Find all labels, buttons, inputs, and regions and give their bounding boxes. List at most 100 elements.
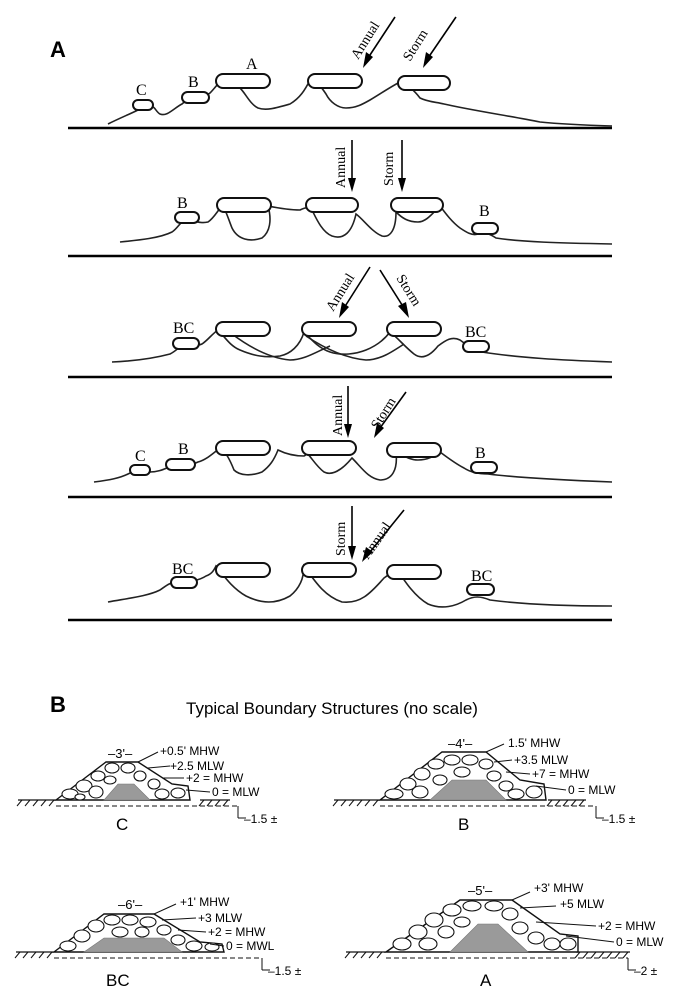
elevation-label: +0.5' MHW bbox=[160, 744, 220, 758]
label-c: C bbox=[136, 82, 147, 99]
label-c: C bbox=[135, 448, 146, 465]
row-2: B B Annual Storm bbox=[68, 140, 613, 258]
crest-width: –3'– bbox=[108, 746, 133, 761]
elevation-label: +2.5 MLW bbox=[170, 759, 225, 773]
storm-label: Storm bbox=[334, 522, 349, 556]
island-b bbox=[174, 211, 200, 224]
elevation-label: 1.5' MHW bbox=[508, 736, 561, 750]
storm-arrow bbox=[379, 269, 405, 309]
island bbox=[215, 440, 271, 456]
island bbox=[301, 440, 357, 456]
elevation-label: +1' MHW bbox=[180, 895, 230, 909]
island bbox=[301, 562, 357, 578]
row-1: C B A Annual Storm bbox=[68, 16, 613, 130]
label-bc: BC bbox=[173, 320, 194, 337]
label-b: B bbox=[475, 445, 486, 462]
structure-bc: –6'– +1' MHW +3 MLW +2 = MHW 0 = MWL –1.… bbox=[14, 895, 302, 990]
annual-arrowhead bbox=[339, 302, 349, 318]
island bbox=[307, 73, 363, 89]
label-b: B bbox=[177, 195, 188, 212]
crest-width: –5'– bbox=[468, 883, 493, 898]
annual-arrowhead bbox=[363, 52, 373, 68]
island-a bbox=[215, 73, 271, 89]
panel-a-label: A bbox=[50, 37, 66, 62]
island bbox=[397, 75, 451, 91]
elevation-label: 0 = MWL bbox=[226, 939, 275, 953]
storm-arrowhead bbox=[398, 302, 409, 318]
storm-label: Storm bbox=[382, 152, 397, 186]
crest-width: –4'– bbox=[448, 736, 473, 751]
elevation-label: +5 MLW bbox=[560, 897, 605, 911]
elevation-label: +2 = MHW bbox=[186, 771, 244, 785]
toe-elevation: –1.5 ± bbox=[244, 812, 278, 826]
elevation-label: +3.5 MLW bbox=[514, 753, 569, 767]
annual-label: Annual bbox=[331, 395, 346, 436]
rock-fill bbox=[392, 900, 577, 951]
structure-name: B bbox=[458, 815, 469, 834]
island bbox=[386, 321, 442, 337]
toe-elevation: –1.5 ± bbox=[602, 812, 636, 826]
island-b bbox=[181, 91, 210, 104]
annual-arrowhead bbox=[344, 424, 352, 438]
elevation-label: +3 MLW bbox=[198, 911, 243, 925]
elevation-label: +2 = MHW bbox=[598, 919, 656, 933]
row-3: BC BC Annual Storm bbox=[68, 266, 613, 379]
structure-c: –3'– +0.5' MHW +2.5 MLW +2 = MHW 0 = MLW… bbox=[16, 744, 278, 834]
elevation-label: +3' MHW bbox=[534, 881, 584, 895]
island-b bbox=[165, 458, 196, 471]
label-b: B bbox=[178, 441, 189, 458]
label-bc: BC bbox=[471, 568, 492, 585]
island-bc bbox=[462, 340, 490, 353]
island bbox=[386, 442, 442, 458]
toe-elevation: –2 ± bbox=[634, 964, 658, 978]
annual-arrow bbox=[369, 509, 405, 553]
label-b: B bbox=[188, 74, 199, 91]
row-4: C B B Annual Storm bbox=[68, 386, 613, 499]
island-b bbox=[471, 222, 499, 235]
island-c bbox=[132, 99, 154, 111]
structure-name: BC bbox=[106, 971, 130, 990]
panel-b-title: Typical Boundary Structures (no scale) bbox=[186, 699, 478, 718]
storm-label: Storm bbox=[369, 395, 400, 432]
island-bc bbox=[172, 337, 200, 350]
island bbox=[215, 321, 271, 337]
label-bc: BC bbox=[172, 561, 193, 578]
island bbox=[215, 562, 271, 578]
annual-label: Annual bbox=[334, 147, 349, 188]
elevation-label: 0 = MLW bbox=[568, 783, 616, 797]
annual-arrow bbox=[343, 266, 371, 309]
island bbox=[390, 197, 444, 213]
rock-fill bbox=[384, 754, 543, 800]
island-bc bbox=[466, 583, 495, 596]
elevation-label: +2 = MHW bbox=[208, 925, 266, 939]
row-5: BC BC Storm Annual bbox=[68, 506, 613, 622]
label-b: B bbox=[479, 203, 490, 220]
elevation-label: +7 = MHW bbox=[532, 767, 590, 781]
crest-width: –6'– bbox=[118, 897, 143, 912]
annual-label: Annual bbox=[359, 520, 395, 562]
rock-fill bbox=[61, 762, 186, 801]
island bbox=[216, 197, 272, 213]
storm-arrow bbox=[427, 16, 457, 59]
annual-arrow bbox=[367, 16, 396, 59]
storm-label: Storm bbox=[393, 272, 424, 309]
label-bc: BC bbox=[465, 324, 486, 341]
rock-fill bbox=[59, 914, 220, 952]
storm-arrowhead bbox=[398, 178, 406, 192]
annual-arrowhead bbox=[348, 178, 356, 192]
structure-name: A bbox=[480, 971, 492, 990]
storm-arrowhead bbox=[348, 546, 356, 560]
panel-b-label: B bbox=[50, 692, 66, 717]
island bbox=[386, 564, 442, 580]
elevation-label: 0 = MLW bbox=[616, 935, 664, 949]
annual-arrowhead bbox=[362, 547, 373, 562]
island bbox=[301, 321, 357, 337]
island bbox=[305, 197, 359, 213]
elevation-label: 0 = MLW bbox=[212, 785, 260, 799]
storm-arrowhead bbox=[423, 52, 433, 68]
storm-arrow bbox=[379, 391, 407, 429]
label-a: A bbox=[246, 56, 258, 73]
island-bc bbox=[170, 576, 198, 589]
island-c bbox=[129, 464, 151, 476]
